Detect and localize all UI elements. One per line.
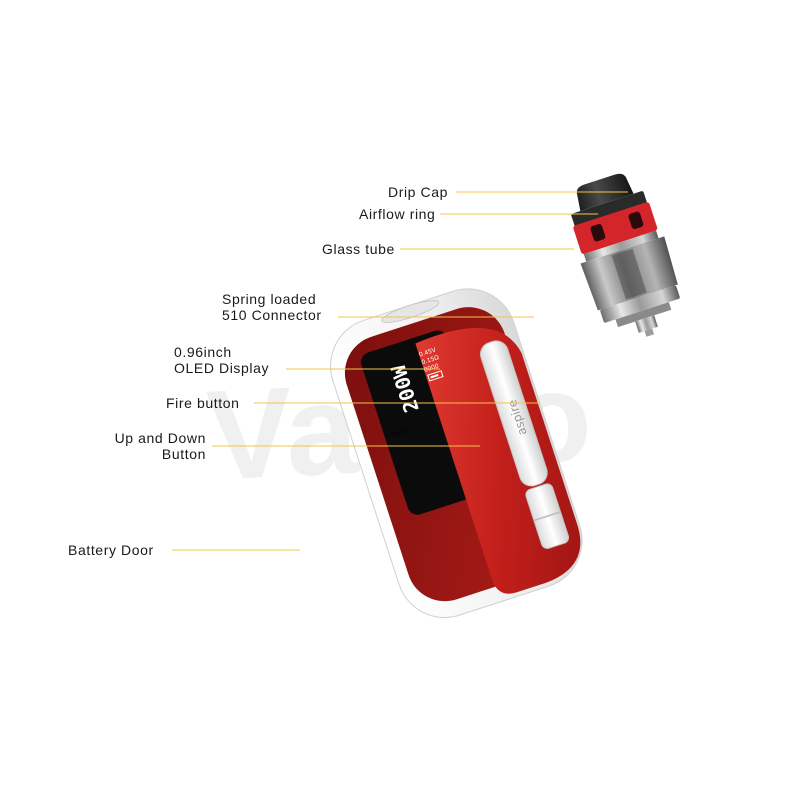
label-battery-door: Battery Door [68,542,154,558]
label-up-down-line1: Up and Down [114,430,206,446]
label-airflow-ring: Airflow ring [359,206,436,222]
label-up-down: Up and Down Button [100,430,206,462]
label-display: 0.96inch OLED Display [174,344,269,376]
tank-atomizer [571,173,680,337]
label-fire-button: Fire button [166,395,240,411]
mod-body: aspire [330,288,583,618]
label-spring-connector-line1: Spring loaded [222,291,317,307]
screen-puffs: 0000 [423,362,440,373]
label-glass-tube: Glass tube [322,241,395,257]
screen-mode: WATT [392,427,410,439]
fire-button[interactable] [477,338,550,489]
label-spring-connector: Spring loaded 510 Connector [222,291,322,323]
tank-510-pin [635,315,658,333]
glass-tube [580,236,678,311]
label-drip-cap: Drip Cap [388,184,449,200]
label-spring-connector-line2: 510 Connector [222,307,322,323]
label-display-line2: OLED Display [174,360,270,376]
label-display-line1: 0.96inch [174,344,232,360]
top-cap [571,191,647,227]
label-up-down-line2: Button [161,446,206,462]
leader-lines [172,191,628,551]
